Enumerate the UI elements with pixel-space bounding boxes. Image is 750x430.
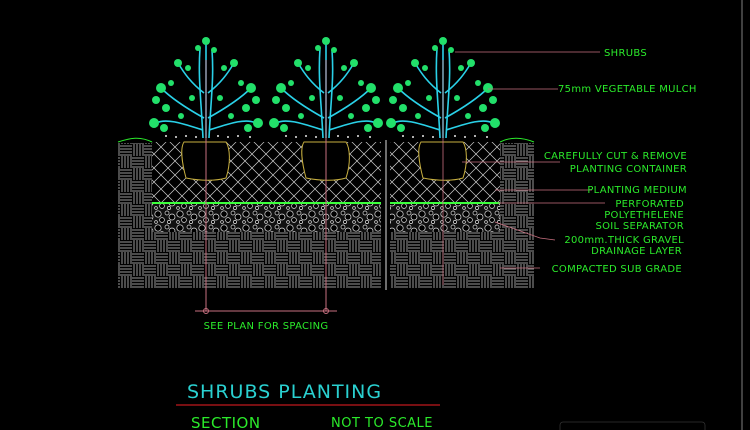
svg-text:200mm.THICK GRAVEL: 200mm.THICK GRAVEL bbox=[564, 235, 684, 246]
scale-note: NOT TO SCALE bbox=[331, 416, 433, 430]
svg-text:DRAINAGE LAYER: DRAINAGE LAYER bbox=[591, 246, 682, 257]
drawing-title: SHRUBS PLANTING bbox=[187, 381, 382, 403]
gravel-layer-left bbox=[152, 204, 381, 232]
svg-text:PLANTING CONTAINER: PLANTING CONTAINER bbox=[570, 164, 687, 175]
ground-line-left bbox=[117, 137, 153, 143]
svg-text:SOIL SEPARATOR: SOIL SEPARATOR bbox=[595, 221, 684, 232]
section-label: SECTION bbox=[191, 414, 261, 430]
svg-text:POLYETHELENE: POLYETHELENE bbox=[604, 210, 684, 221]
subgrade-right bbox=[390, 232, 500, 288]
svg-text:COMPACTED SUB GRADE: COMPACTED SUB GRADE bbox=[552, 264, 682, 275]
svg-text:CAREFULLY CUT & REMOVE: CAREFULLY CUT & REMOVE bbox=[544, 151, 687, 162]
existing-ground-right bbox=[500, 143, 534, 288]
spacing-note: SEE PLAN FOR SPACING bbox=[204, 321, 329, 332]
callout-container: CAREFULLY CUT & REMOVE PLANTING CONTAINE… bbox=[544, 151, 687, 175]
subgrade-left bbox=[152, 232, 381, 288]
callout-soil-separator: PERFORATED POLYETHELENE SOIL SEPARATOR bbox=[595, 199, 684, 232]
callout-shrubs: SHRUBS bbox=[604, 48, 647, 59]
callout-subgrade: COMPACTED SUB GRADE bbox=[552, 264, 682, 275]
watermark-box bbox=[559, 421, 706, 430]
svg-text:PLANTING MEDIUM: PLANTING MEDIUM bbox=[587, 185, 687, 196]
svg-text:SHRUBS: SHRUBS bbox=[604, 48, 647, 59]
leader-lines bbox=[442, 51, 605, 285]
spacing-dimension bbox=[195, 60, 337, 314]
ground-line-right bbox=[499, 137, 535, 143]
existing-ground-left bbox=[118, 143, 152, 288]
svg-text:75mm VEGETABLE MULCH: 75mm VEGETABLE MULCH bbox=[558, 84, 697, 95]
callout-planting-medium: PLANTING MEDIUM bbox=[587, 185, 687, 196]
callout-gravel: 200mm.THICK GRAVEL DRAINAGE LAYER bbox=[564, 235, 684, 257]
gravel-layer-right bbox=[390, 204, 500, 232]
svg-text:PERFORATED: PERFORATED bbox=[615, 199, 684, 210]
callout-mulch: 75mm VEGETABLE MULCH bbox=[558, 84, 697, 95]
